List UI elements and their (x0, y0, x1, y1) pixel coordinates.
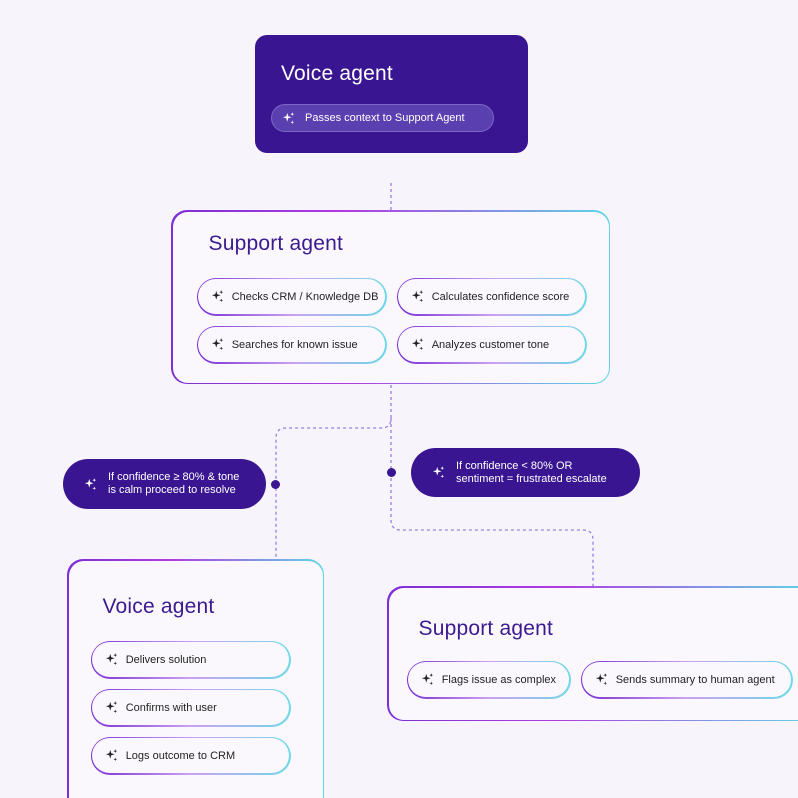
voice-agent-bottom-title: Voice agent (102, 594, 215, 618)
chip-label: Searches for known issue (231, 338, 358, 351)
connector-mid-to-left (275, 385, 392, 560)
sparkle-icon (105, 653, 117, 666)
chip-checks-crm: Checks CRM / Knowledge DB (196, 277, 387, 316)
condition-resolve-pill: If confidence ≥ 80% & tone is calm proce… (63, 459, 266, 509)
sparkle-icon (411, 338, 423, 351)
sparkle-icon (421, 673, 433, 686)
support-agent-mid-title: Support agent (208, 231, 344, 255)
chip-known-issue: Searches for known issue (196, 325, 387, 364)
chip-label: Calculates confidence score (431, 290, 570, 303)
sparkle-icon (84, 477, 97, 490)
voice-agent-top-card: Voice agent Passes context to Support Ag… (255, 35, 528, 153)
chip-label: Confirms with user (125, 701, 217, 714)
chip-label: Flags issue as complex (441, 673, 557, 686)
sparkle-icon (211, 338, 223, 351)
support-agent-mid-card: Support agent Checks CRM / Knowledge DB … (171, 210, 610, 384)
sparkle-icon (105, 749, 117, 762)
condition-escalate-line1: If confidence < 80% OR (456, 459, 573, 472)
chip-confidence-score: Calculates confidence score (396, 277, 587, 316)
support-agent-bottom-card: Support agent Flags issue as complex Sen… (387, 586, 798, 721)
chip-label: Logs outcome to CRM (125, 749, 236, 762)
condition-resolve-text: If confidence ≥ 80% & tone is calm proce… (108, 471, 239, 497)
chip-customer-tone: Analyzes customer tone (396, 325, 587, 364)
condition-resolve-line1: If confidence ≥ 80% & tone (108, 471, 240, 483)
chip-flags-complex: Flags issue as complex (406, 660, 571, 699)
condition-escalate-pill: If confidence < 80% OR sentiment = frust… (411, 448, 640, 497)
chip-label: Checks CRM / Knowledge DB (231, 290, 379, 303)
chip-delivers-solution: Delivers solution (90, 640, 291, 679)
sparkle-icon (432, 466, 445, 479)
support-agent-bottom-title: Support agent (418, 616, 554, 640)
chip-sends-summary: Sends summary to human agent (580, 660, 793, 699)
condition-escalate-line2: sentiment = frustrated escalate (456, 472, 607, 485)
chip-label: Delivers solution (125, 653, 207, 666)
chip-confirms-with-user: Confirms with user (90, 688, 291, 727)
passes-context-pill: Passes context to Support Agent (271, 104, 494, 132)
sparkle-icon (282, 111, 295, 124)
chip-label: Analyzes customer tone (431, 338, 550, 351)
connector-dot-right (387, 468, 396, 477)
condition-resolve-line2: is calm proceed to resolve (108, 484, 236, 496)
passes-context-label: Passes context to Support Agent (305, 112, 465, 124)
condition-escalate-text: If confidence < 80% OR sentiment = frust… (456, 460, 607, 486)
sparkle-icon (105, 701, 117, 714)
connector-dot-left (271, 480, 280, 489)
chip-logs-outcome: Logs outcome to CRM (90, 736, 291, 775)
voice-agent-bottom-card: Voice agent Delivers solution Confirms w… (67, 559, 324, 798)
sparkle-icon (211, 290, 223, 303)
chip-label: Sends summary to human agent (615, 673, 775, 686)
sparkle-icon (411, 290, 423, 303)
connector-mid-to-right (390, 418, 594, 588)
sparkle-icon (595, 673, 607, 686)
voice-agent-top-title: Voice agent (281, 62, 393, 85)
